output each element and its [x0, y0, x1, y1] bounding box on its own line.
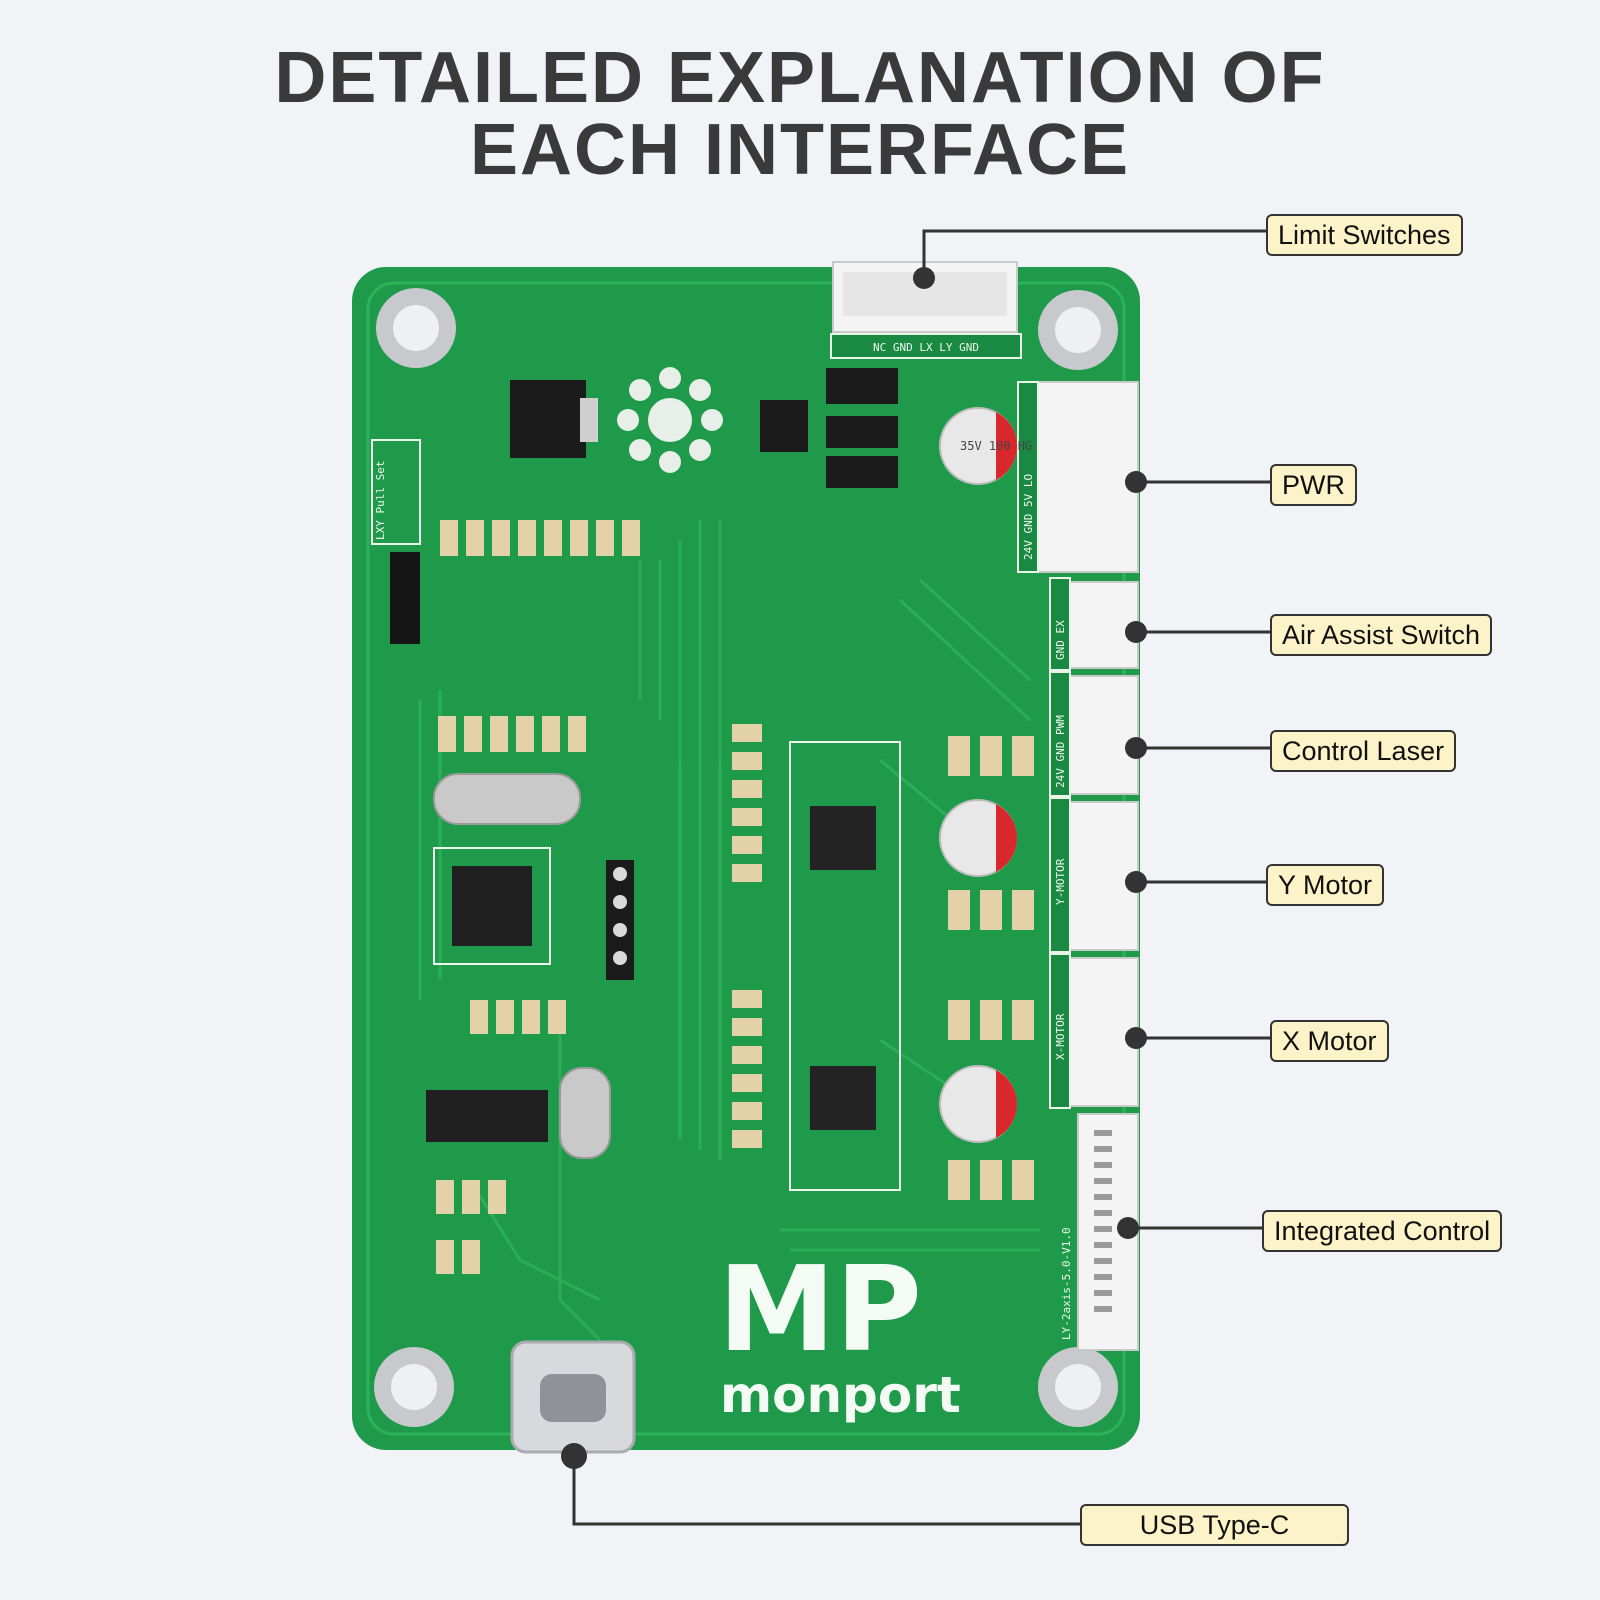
page-title-line1: DETAILED EXPLANATION OF — [274, 38, 1326, 118]
main-microcontroller — [433, 847, 551, 965]
usb-type-c-port — [510, 1340, 636, 1454]
mounting-hole-bottom-right — [1038, 1347, 1118, 1427]
usb-serial-chip — [426, 1090, 548, 1142]
x-motor-pin-label: X-MOTOR — [1054, 1013, 1067, 1060]
air-pin-labels: GND EX — [1054, 620, 1067, 660]
electrolytic-capacitor-middle — [939, 799, 1018, 877]
callout-x-motor: X Motor — [1270, 1020, 1389, 1063]
pull-setting-jumper: LXY Pull Set — [371, 439, 421, 644]
voltage-regulator-u1 — [760, 400, 808, 452]
callout-dots — [561, 267, 1147, 1469]
diodes — [826, 368, 898, 488]
mounting-hole-bottom-left — [374, 1347, 454, 1427]
passive-components — [436, 520, 1034, 1274]
callout-control-laser: Control Laser — [1270, 730, 1457, 773]
limit-switch-connector: NC GND LX LY GND — [830, 261, 1022, 359]
led-pattern — [617, 367, 723, 473]
callout-integrated-control: Integrated Control — [1262, 1210, 1503, 1253]
callout-y-motor: Y Motor — [1266, 864, 1385, 907]
pcb-board — [352, 267, 1140, 1450]
y-motor-pin-label: Y-MOTOR — [1054, 858, 1067, 905]
capacitor-text-1: 35V 100 HG — [960, 439, 1032, 453]
page-title-line2: EACH INTERFACE — [469, 110, 1131, 190]
power-connector: 24V GND 5V LO — [1017, 381, 1139, 573]
pwr-pin-labels: 24V GND 5V LO — [1022, 474, 1035, 560]
x-motor-connector: X-MOTOR — [1049, 953, 1139, 1109]
crystal-oscillator-1 — [433, 773, 581, 825]
monport-logo: MP monport — [718, 1240, 961, 1424]
laser-control-connector: 24V GND PWM — [1049, 671, 1139, 797]
board-version: LY-2axis-5.0-V1.0 — [1060, 1227, 1073, 1340]
callout-usb-type-c: USB Type-C — [1080, 1504, 1349, 1547]
crystal-oscillator-2 — [559, 1067, 611, 1159]
laser-pin-labels: 24V GND PWM — [1054, 715, 1067, 788]
y-motor-connector: Y-MOTOR — [1049, 797, 1139, 953]
brand-letters: MP — [718, 1240, 922, 1378]
voltage-regulator-u3 — [510, 380, 598, 458]
motor-driver-zone — [789, 741, 901, 1191]
header-pins — [606, 860, 634, 980]
brand-name: monport — [720, 1366, 961, 1424]
callout-pwr: PWR — [1270, 464, 1357, 507]
electrolytic-capacitor-bottom — [939, 1065, 1018, 1143]
callout-air-assist-switch: Air Assist Switch — [1270, 614, 1493, 657]
air-assist-connector: GND EX — [1049, 577, 1139, 671]
mounting-hole-top-right — [1038, 290, 1118, 370]
callout-leaders — [572, 229, 1270, 1526]
pull-set-label: LXY Pull Set — [374, 461, 387, 540]
mounting-hole-top-left — [376, 288, 456, 368]
limit-pin-labels: NC GND LX LY GND — [873, 341, 979, 354]
callout-limit-switches: Limit Switches — [1266, 214, 1463, 257]
electrolytic-capacitor-top: 35V 100 HG — [939, 407, 1032, 485]
